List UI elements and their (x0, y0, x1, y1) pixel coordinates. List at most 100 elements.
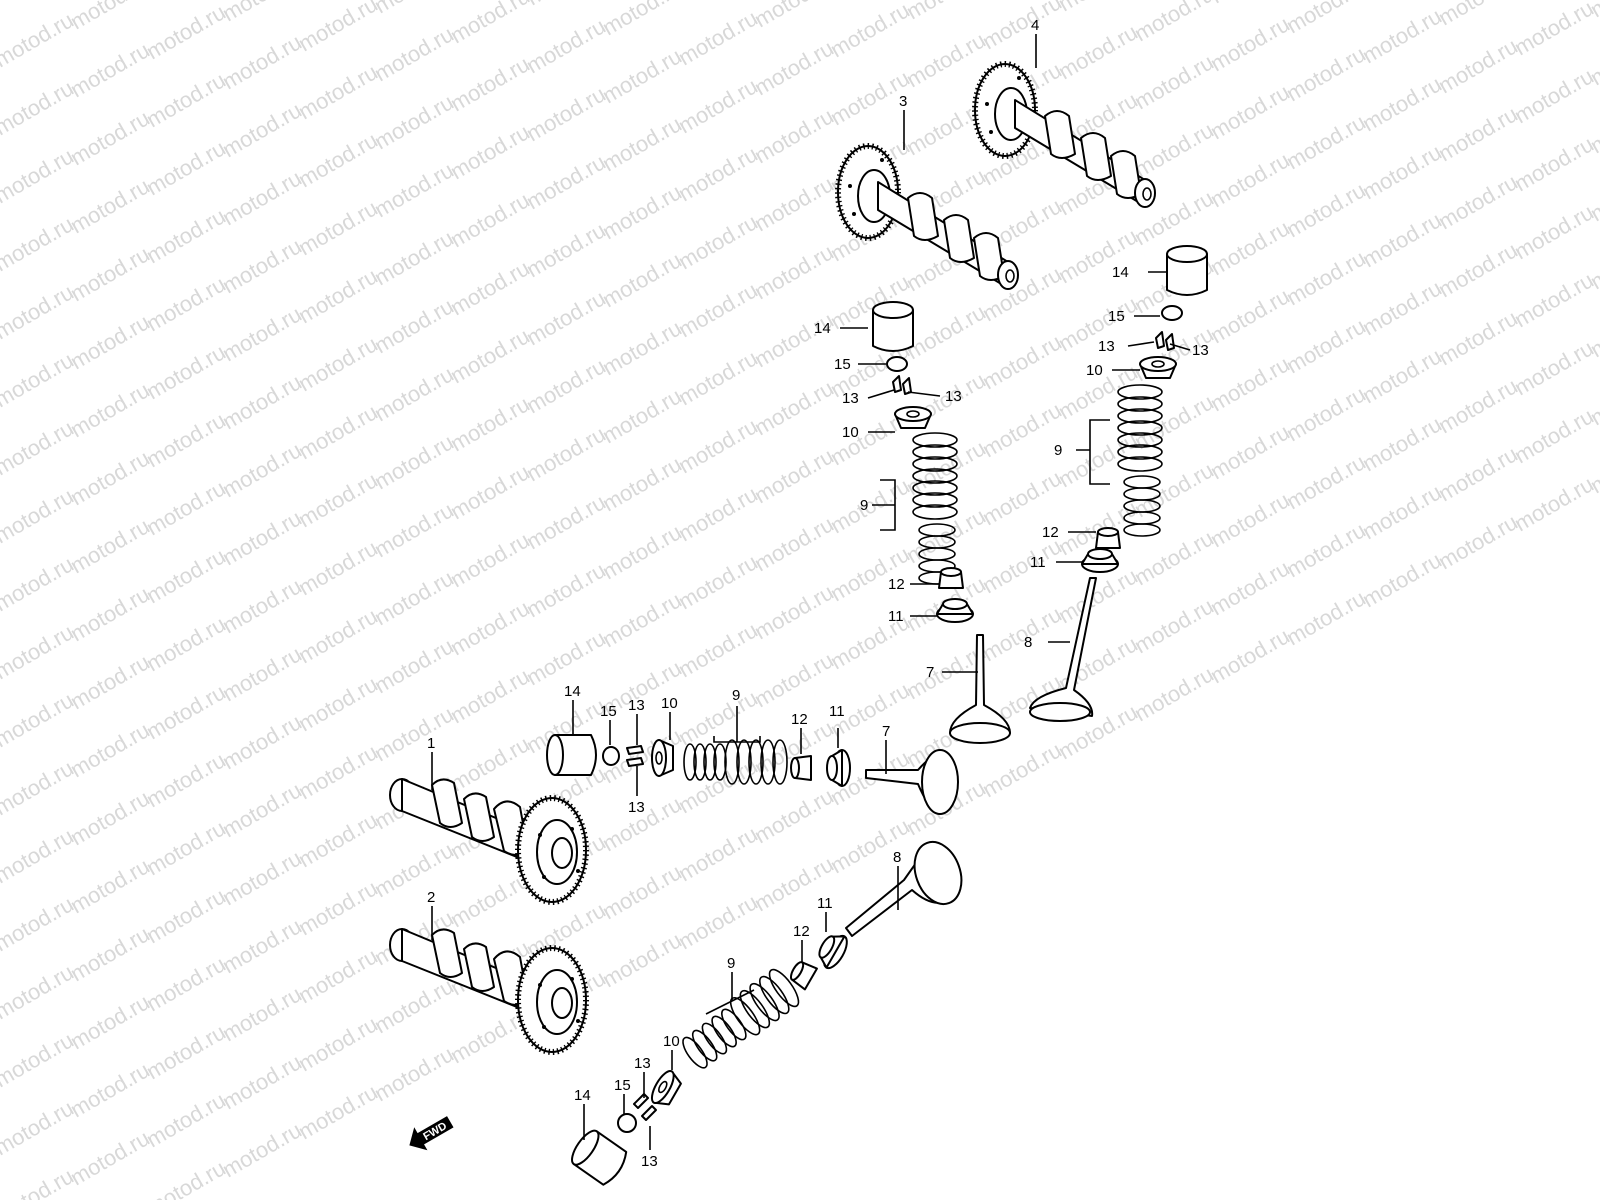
watermark-text: motod.ru (598, 0, 686, 40)
watermark-text: motod.ru (1054, 563, 1142, 628)
watermark-text: motod.ru (0, 823, 78, 888)
watermark-text: motod.ru (218, 165, 306, 230)
watermark-text: motod.ru (1206, 215, 1294, 280)
watermark-text: motod.ru (446, 187, 534, 252)
watermark-text: motod.ru (598, 519, 686, 584)
watermark-text: motod.ru (826, 541, 914, 606)
callout-14-lower: 14 (574, 1087, 591, 1104)
shim-15-upper-a (886, 356, 908, 372)
watermark-text: motod.ru (294, 1079, 382, 1144)
watermark-text: motod.ru (66, 445, 154, 510)
watermark-text: motod.ru (66, 581, 154, 646)
watermark-text: motod.ru (674, 0, 762, 2)
watermark-text: motod.ru (1358, 71, 1446, 136)
cotter-13-mid (626, 745, 644, 767)
watermark-text: motod.ru (0, 7, 78, 72)
watermark-text: motod.ru (294, 875, 382, 940)
watermark-text: motod.ru (66, 1125, 154, 1190)
watermark-text: motod.ru (1510, 267, 1598, 332)
watermark-text: motod.ru (370, 497, 458, 562)
callout-13-lower-bottom: 13 (641, 1153, 658, 1170)
callout-12-mid: 12 (791, 711, 808, 728)
watermark-text: motod.ru (1434, 509, 1522, 574)
watermark-text: motod.ru (522, 489, 610, 554)
watermark-text: motod.ru (674, 5, 762, 70)
callout-15-upper-b: 15 (1108, 308, 1125, 325)
callout-8-lower: 8 (893, 849, 901, 866)
watermark-text: motod.ru (142, 611, 230, 676)
callout-9-lower: 9 (727, 955, 735, 972)
callout-13-mid-top: 13 (628, 697, 645, 714)
watermark-text: motod.ru (1510, 403, 1598, 468)
watermark-text: motod.ru (294, 59, 382, 124)
watermark-text: motod.ru (674, 141, 762, 206)
watermark-text: motod.ru (522, 149, 610, 214)
watermark-text: motod.ru (218, 777, 306, 842)
watermark-text: motod.ru (978, 737, 1066, 802)
watermark-text: motod.ru (598, 247, 686, 312)
watermark-text: motod.ru (446, 255, 534, 320)
seat-11-lower (812, 927, 853, 973)
fwd-direction-badge: FWD (409, 1116, 454, 1151)
callout-12-upper-b: 12 (1042, 524, 1059, 541)
watermark-text: motod.ru (674, 889, 762, 954)
callout-7-mid: 7 (882, 723, 890, 740)
watermark-text: motod.ru (522, 557, 610, 622)
watermark-text: motod.ru (142, 1155, 230, 1200)
watermark-text: motod.ru (446, 119, 534, 184)
watermark-text: motod.ru (1206, 147, 1294, 212)
watermark-text: motod.ru (294, 467, 382, 532)
watermark-text: motod.ru (1358, 139, 1446, 204)
watermark-text: motod.ru (142, 271, 230, 336)
callout-8-upper: 8 (1024, 634, 1032, 651)
watermark-text: motod.ru (446, 595, 534, 660)
watermark-text: motod.ru (218, 1049, 306, 1114)
watermark-text: motod.ru (674, 685, 762, 750)
watermark-text: motod.ru (446, 527, 534, 592)
watermark-text: motod.ru (598, 451, 686, 516)
watermark-text: motod.ru (66, 513, 154, 578)
watermark-text: motod.ru (0, 75, 78, 140)
watermark-text: motod.ru (598, 859, 686, 924)
watermark-text: motod.ru (446, 51, 534, 116)
seat-11-upper-b (1081, 548, 1119, 573)
watermark-text: motod.ru (446, 391, 534, 456)
watermark-text: motod.ru (218, 913, 306, 978)
callout-12-upper-a: 12 (888, 576, 905, 593)
tappet-14-lower (566, 1125, 632, 1189)
watermark-text: motod.ru (750, 35, 838, 100)
watermark-text: motod.ru (750, 307, 838, 372)
watermark-text: motod.ru (294, 807, 382, 872)
watermark-text: motod.ru (750, 647, 838, 712)
watermark-text: motod.ru (66, 853, 154, 918)
watermark-text: motod.ru (978, 329, 1066, 394)
watermark-text: motod.ru (1358, 3, 1446, 68)
watermark-text: motod.ru (446, 663, 534, 728)
watermark-text: motod.ru (0, 687, 78, 752)
watermark-text: motod.ru (294, 535, 382, 600)
watermark-text: motod.ru (750, 511, 838, 576)
watermark-text: motod.ru (370, 157, 458, 222)
watermark-text: motod.ru (1434, 169, 1522, 234)
watermark-text: motod.ru (1130, 49, 1218, 114)
watermark-text: motod.ru (0, 0, 78, 4)
watermark-text: motod.ru (142, 815, 230, 880)
watermark-text: motod.ru (370, 361, 458, 426)
watermark-text: motod.ru (294, 943, 382, 1008)
watermark-text: motod.ru (1358, 547, 1446, 612)
callout-12-lower: 12 (793, 923, 810, 940)
watermark-text: motod.ru (1282, 313, 1370, 378)
watermark-text: motod.ru (1434, 0, 1522, 30)
watermark-text: motod.ru (674, 413, 762, 478)
seal-12-upper-b (1095, 527, 1121, 549)
watermark-text: motod.ru (1510, 335, 1598, 400)
spring-9-lower (682, 968, 800, 1069)
valve-8-upper (1029, 577, 1097, 722)
tappet-14-upper-a (872, 301, 914, 352)
callout-14-mid: 14 (564, 683, 581, 700)
watermark-text: motod.ru (978, 397, 1066, 462)
watermark-text: motod.ru (598, 383, 686, 448)
watermark-text: motod.ru (1282, 0, 1370, 38)
watermark-text: motod.ru (1358, 411, 1446, 476)
